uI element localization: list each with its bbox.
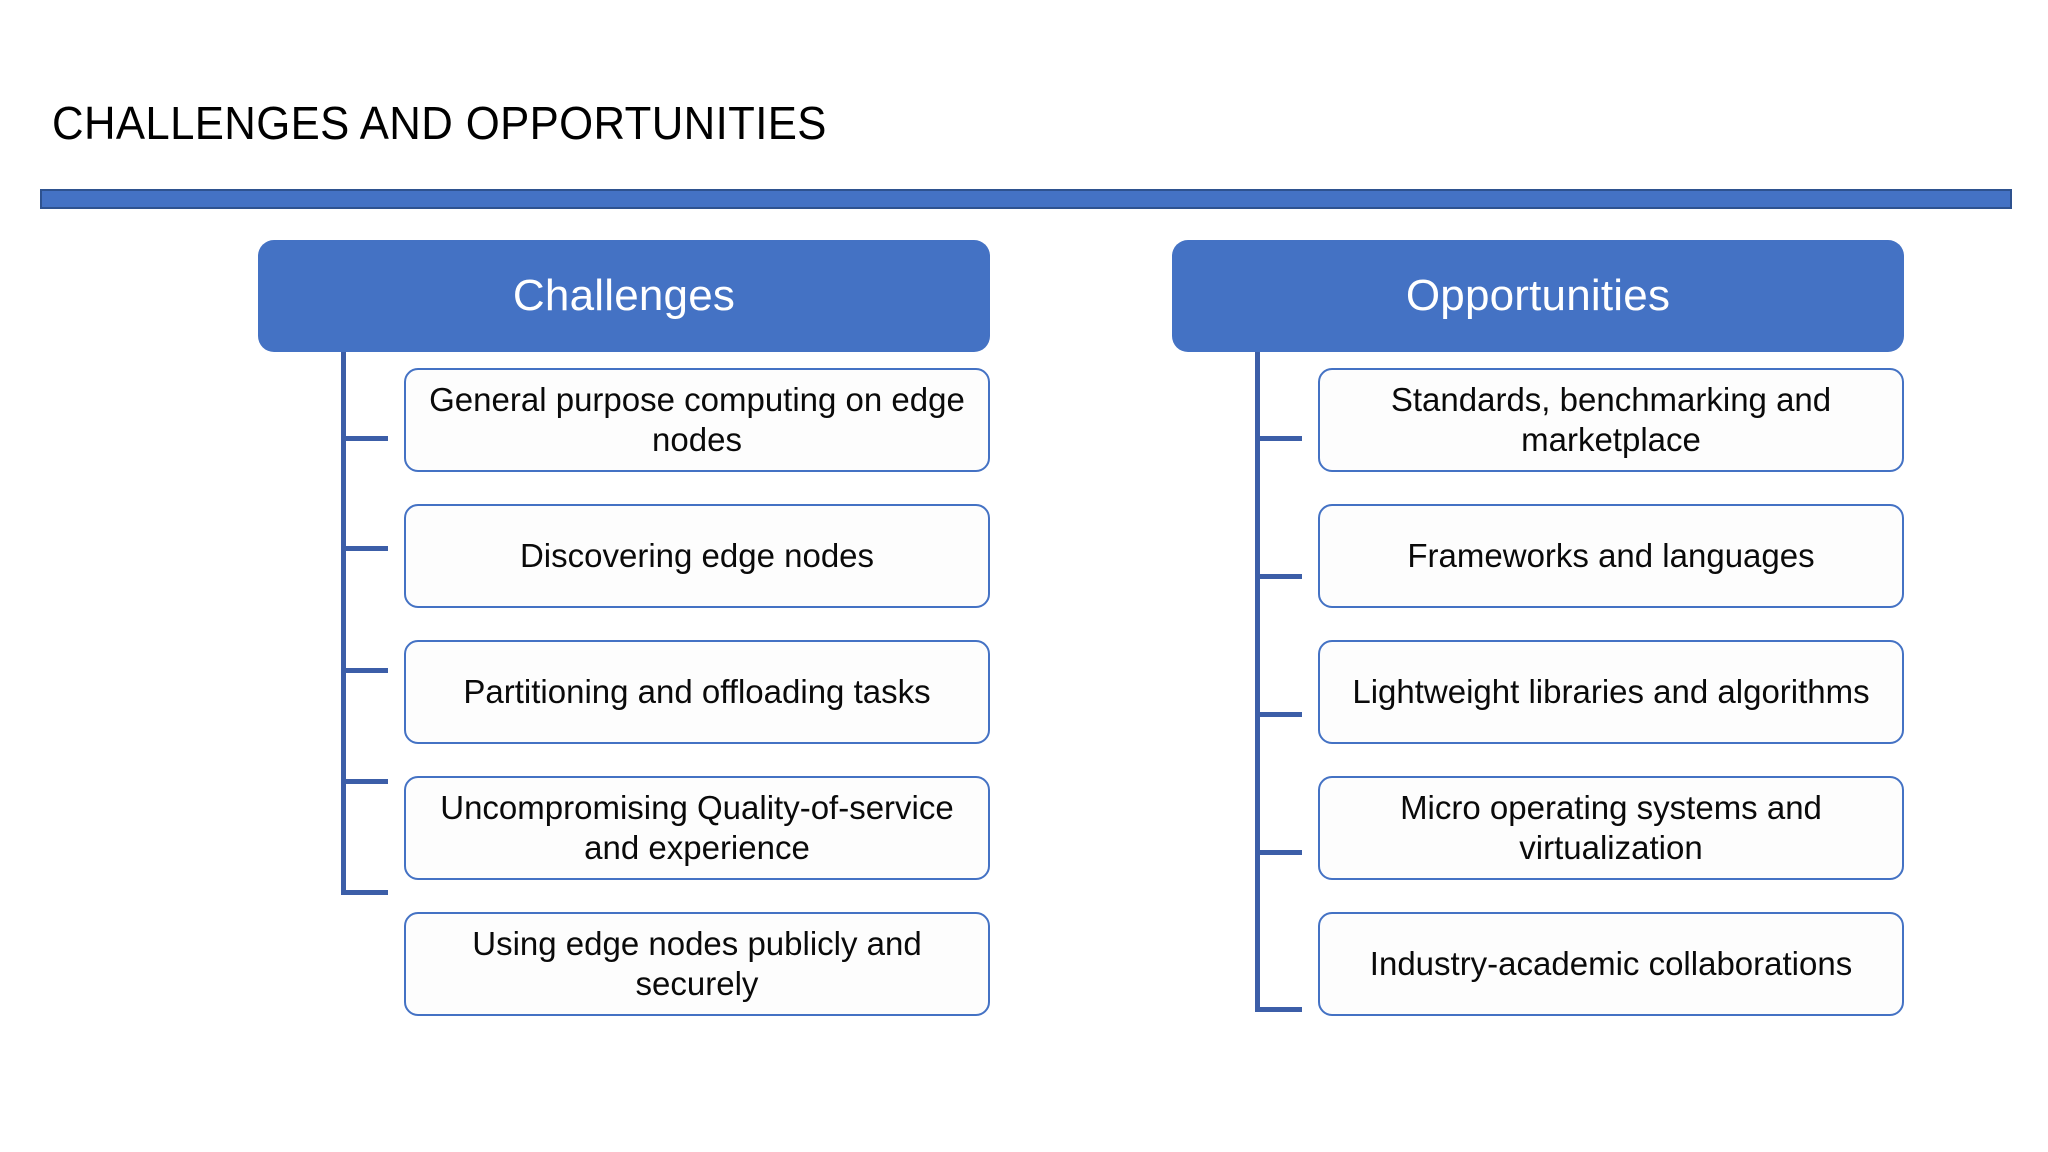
connector-stub bbox=[1255, 1007, 1302, 1012]
list-item-label: Lightweight libraries and algorithms bbox=[1352, 672, 1870, 710]
list-item-label: Partitioning and offloading tasks bbox=[463, 672, 931, 710]
list-item-label: Frameworks and languages bbox=[1407, 536, 1815, 574]
list-item-label: General purpose computing on edge nodes bbox=[429, 380, 965, 458]
list-item[interactable]: Standards, benchmarking and marketplace bbox=[1318, 368, 1904, 472]
connector-stub bbox=[341, 436, 388, 441]
item-list-challenges: General purpose computing on edge nodes … bbox=[404, 368, 990, 1048]
column-header-challenges[interactable]: Challenges bbox=[258, 240, 990, 352]
list-item-label: Standards, benchmarking and marketplace bbox=[1390, 380, 1832, 458]
connector-stub bbox=[1255, 574, 1302, 579]
list-item[interactable]: Uncompromising Quality-of-service and ex… bbox=[404, 776, 990, 880]
list-item[interactable]: Discovering edge nodes bbox=[404, 504, 990, 608]
list-item-label: Micro operating systems and virtualizati… bbox=[1400, 788, 1822, 866]
list-item-label: Uncompromising Quality-of-service and ex… bbox=[440, 788, 954, 866]
column-header-opportunities[interactable]: Opportunities bbox=[1172, 240, 1904, 352]
list-item-label: Discovering edge nodes bbox=[519, 536, 875, 574]
item-list-opportunities: Standards, benchmarking and marketplace … bbox=[1318, 368, 1904, 1048]
list-item-label: Using edge nodes publicly and securely bbox=[472, 924, 922, 1002]
list-item[interactable]: Industry-academic collaborations bbox=[1318, 912, 1904, 1016]
connector-stub bbox=[341, 546, 388, 551]
connector-spine bbox=[1255, 352, 1260, 1012]
list-item[interactable]: Micro operating systems and virtualizati… bbox=[1318, 776, 1904, 880]
column-header-label: Challenges bbox=[512, 271, 736, 320]
column-challenges: Challenges General purpose computing on … bbox=[258, 240, 990, 1016]
title-divider-bar bbox=[40, 189, 2012, 209]
page-title: CHALLENGES AND OPPORTUNITIES bbox=[52, 97, 827, 149]
connector-stub bbox=[1255, 850, 1302, 855]
connector-stub bbox=[1255, 712, 1302, 717]
connector-stub bbox=[1255, 436, 1302, 441]
column-opportunities: Opportunities Standards, benchmarking an… bbox=[1172, 240, 1904, 1016]
list-item[interactable]: Lightweight libraries and algorithms bbox=[1318, 640, 1904, 744]
connector-stub bbox=[341, 668, 388, 673]
list-item[interactable]: Frameworks and languages bbox=[1318, 504, 1904, 608]
list-item-label: Industry-academic collaborations bbox=[1369, 944, 1853, 982]
list-item[interactable]: Using edge nodes publicly and securely bbox=[404, 912, 990, 1016]
connector-spine bbox=[341, 352, 346, 895]
connector-stub bbox=[341, 779, 388, 784]
connector-stub bbox=[341, 890, 388, 895]
list-item[interactable]: Partitioning and offloading tasks bbox=[404, 640, 990, 744]
column-header-label: Opportunities bbox=[1405, 271, 1671, 320]
list-item[interactable]: General purpose computing on edge nodes bbox=[404, 368, 990, 472]
